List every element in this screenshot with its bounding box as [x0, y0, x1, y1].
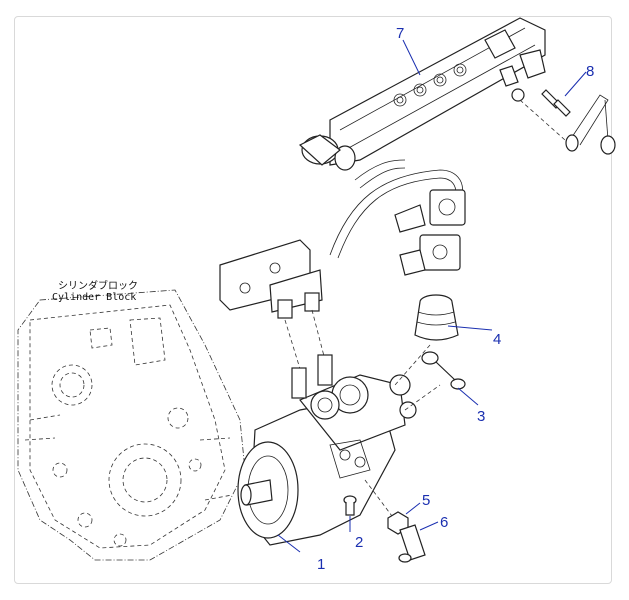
callout-2: 2: [355, 534, 363, 551]
part-2-bolt: [343, 495, 357, 516]
leader-lines: [277, 39, 587, 553]
part-5-nut: [364, 479, 409, 535]
cylinder-block-label-en: Cylinder Block: [52, 292, 136, 303]
part-3-banjo: [404, 351, 466, 411]
callout-6: 6: [440, 514, 448, 531]
part-8-bolt-and-pipe: [519, 89, 616, 155]
supply-pump: [237, 354, 417, 546]
cylinder-block: [17, 289, 246, 561]
callout-7: 7: [396, 25, 404, 42]
part-6-fitting: [398, 524, 426, 563]
callout-4: 4: [493, 331, 501, 348]
common-rail: [298, 17, 546, 171]
callout-3: 3: [477, 408, 485, 425]
callout-8: 8: [586, 63, 594, 80]
callout-5: 5: [422, 492, 430, 509]
part-4-boot: [394, 294, 459, 386]
callout-1: 1: [317, 556, 325, 573]
cylinder-block-label-jp: シリンダブロック: [58, 279, 138, 292]
injection-pipes: [219, 159, 466, 386]
